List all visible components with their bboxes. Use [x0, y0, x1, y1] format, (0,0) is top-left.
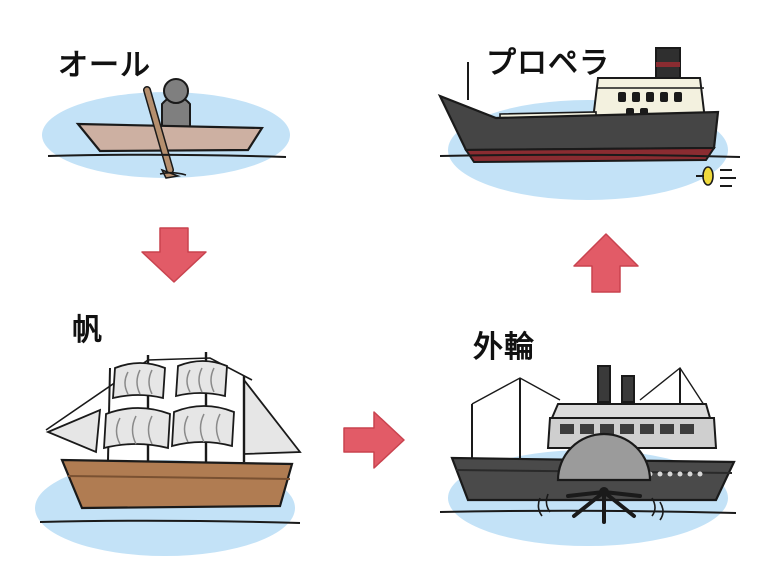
arrow-down: [141, 227, 207, 283]
arrow-up: [573, 233, 639, 293]
arrow-right: [343, 411, 405, 469]
label-sail: 帆: [72, 313, 103, 348]
label-oar: オール: [58, 48, 151, 83]
sailing-ship-illustration: [35, 352, 302, 556]
label-paddle-wheel: 外輪: [473, 330, 535, 365]
label-propeller: プロペラ: [486, 46, 610, 81]
rowboat-illustration: [42, 78, 290, 179]
propeller-ship-illustration: [437, 47, 741, 200]
paddle-steamer-illustration: [439, 365, 737, 546]
